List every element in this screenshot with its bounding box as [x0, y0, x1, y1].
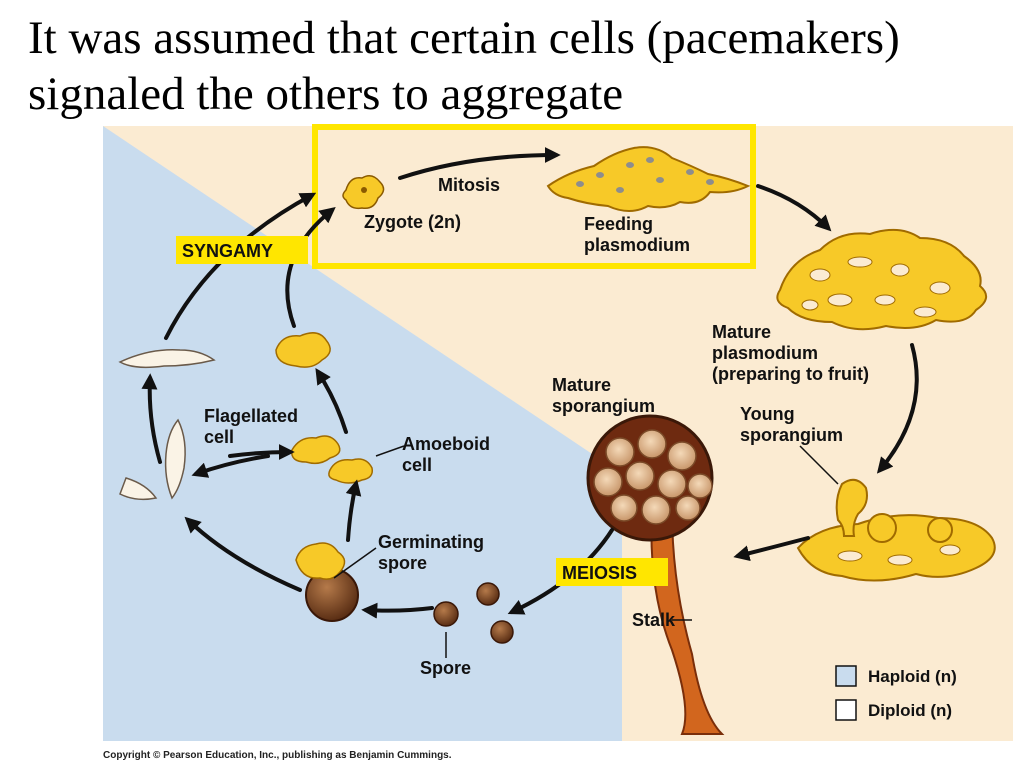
mature-sporangium	[586, 414, 725, 735]
leader-lines	[333, 445, 839, 658]
label-amoeboid-2: cell	[402, 455, 432, 475]
feeding-plasmodium	[546, 146, 751, 212]
slide-title-line-1: It was assumed that certain cells (pacem…	[28, 12, 900, 64]
label-flagellated-1: Flagellated	[204, 406, 298, 426]
label-flagellated-2: cell	[204, 427, 234, 447]
legend-diploid-swatch	[835, 699, 857, 721]
label-young-sporangium-1: Young	[740, 404, 795, 424]
germinating-spore	[295, 542, 359, 622]
meiosis-tag-box	[556, 558, 668, 586]
label-young-sporangium-2: sporangium	[740, 425, 843, 445]
label-mature-plasmodium-2: plasmodium	[712, 343, 818, 363]
label-mature-plasmodium-3: (preparing to fruit)	[712, 364, 869, 384]
label-zygote: Zygote (2n)	[364, 212, 461, 232]
syngamy-tag-box	[176, 236, 308, 264]
label-feeding-plasmodium-2: plasmodium	[584, 235, 690, 255]
legend-haploid-swatch	[835, 665, 857, 687]
label-germinating-2: spore	[378, 553, 427, 573]
legend-diploid-label: Diploid (n)	[868, 701, 952, 720]
mature-plasmodium	[776, 228, 987, 331]
label-feeding-plasmodium-1: Feeding	[584, 214, 653, 234]
slide-title: It was assumed that certain cells (pacem…	[28, 10, 900, 122]
label-mature-sporangium-1: Mature	[552, 375, 611, 395]
cycle-arrows	[141, 147, 919, 619]
young-sporangia	[796, 478, 996, 582]
label-syngamy: SYNGAMY	[182, 241, 273, 261]
label-mitosis: Mitosis	[438, 175, 500, 195]
amoeboid-cells	[275, 332, 374, 484]
label-spore: Spore	[420, 658, 471, 678]
copyright-notice: Copyright © Pearson Education, Inc., pub…	[103, 750, 452, 761]
label-mature-sporangium-2: sporangium	[552, 396, 655, 416]
label-meiosis: MEIOSIS	[562, 563, 637, 583]
legend: Haploid (n) Diploid (n)	[835, 665, 957, 721]
label-germinating-1: Germinating	[378, 532, 484, 552]
label-mature-plasmodium-1: Mature	[712, 322, 771, 342]
slide-title-line-2: signaled the others to aggregate	[28, 68, 624, 120]
spores	[433, 582, 514, 644]
flagellated-cells	[118, 349, 216, 501]
legend-haploid-label: Haploid (n)	[868, 667, 957, 686]
label-amoeboid-1: Amoeboid	[402, 434, 490, 454]
label-stalk: Stalk	[632, 610, 676, 630]
